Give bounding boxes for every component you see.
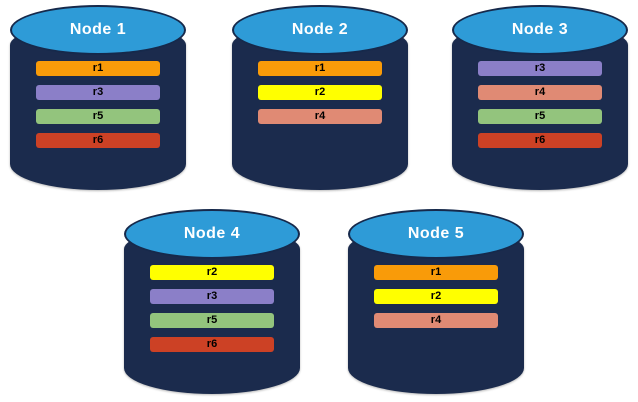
replica-bar[interactable]: r2: [374, 289, 498, 304]
database-node-2[interactable]: Node 2 r1 r2 r4: [232, 5, 408, 190]
replica-bar[interactable]: r6: [150, 337, 274, 352]
replica-bar[interactable]: r4: [374, 313, 498, 328]
node-label: Node 1: [69, 21, 127, 38]
node-label: Node 4: [183, 225, 241, 242]
replica-list: r1 r2 r4: [374, 265, 498, 328]
node-label: Node 5: [407, 225, 465, 242]
replica-bar[interactable]: r5: [478, 109, 602, 124]
replica-bar[interactable]: r6: [36, 133, 160, 148]
replica-bar[interactable]: r6: [478, 133, 602, 148]
replica-bar[interactable]: r5: [36, 109, 160, 124]
replica-list: r2 r3 r5 r6: [150, 265, 274, 352]
replica-bar[interactable]: r4: [478, 85, 602, 100]
cylinder-top-ellipse: [124, 209, 300, 259]
database-node-1[interactable]: Node 1 r1 r3 r5 r6: [10, 5, 186, 190]
replica-bar[interactable]: r3: [150, 289, 274, 304]
replica-bar[interactable]: r1: [36, 61, 160, 76]
cylinder-top-ellipse: [232, 5, 408, 55]
replica-bar[interactable]: r1: [374, 265, 498, 280]
replica-bar[interactable]: r5: [150, 313, 274, 328]
replica-bar[interactable]: r3: [478, 61, 602, 76]
database-node-5[interactable]: Node 5 r1 r2 r4: [348, 209, 524, 394]
replica-bar[interactable]: r2: [150, 265, 274, 280]
replica-bar[interactable]: r3: [36, 85, 160, 100]
replica-bar[interactable]: r2: [258, 85, 382, 100]
cylinder-top-ellipse: [452, 5, 628, 55]
database-node-4[interactable]: Node 4 r2 r3 r5 r6: [124, 209, 300, 394]
replica-list: r1 r2 r4: [258, 61, 382, 124]
replica-list: r1 r3 r5 r6: [36, 61, 160, 148]
cylinder-top-ellipse: [10, 5, 186, 55]
node-label: Node 3: [511, 21, 569, 38]
cylinder-top-ellipse: [348, 209, 524, 259]
replica-bar[interactable]: r1: [258, 61, 382, 76]
database-node-3[interactable]: Node 3 r3 r4 r5 r6: [452, 5, 628, 190]
replica-bar[interactable]: r4: [258, 109, 382, 124]
node-label: Node 2: [291, 21, 349, 38]
replica-list: r3 r4 r5 r6: [478, 61, 602, 148]
